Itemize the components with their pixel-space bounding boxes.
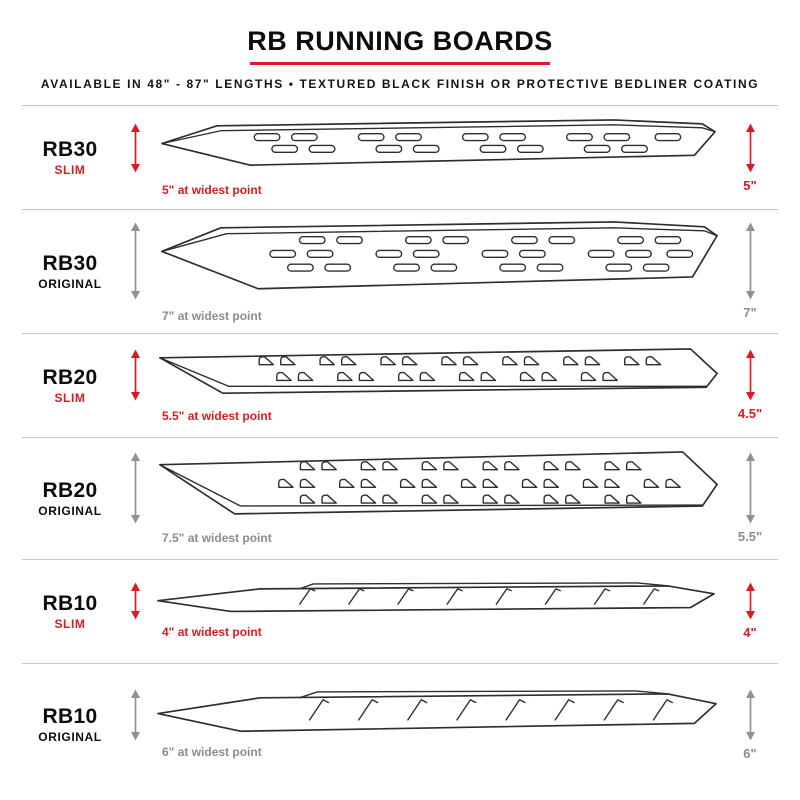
product-label: RB30 SLIM bbox=[22, 138, 118, 177]
height-label: 4" bbox=[743, 625, 757, 641]
board-cell: 7" at widest point bbox=[152, 218, 722, 325]
board-cell: 5.5" at widest point bbox=[152, 346, 722, 425]
model-name: RB20 bbox=[42, 365, 98, 389]
model-name: RB10 bbox=[42, 591, 98, 615]
height-arrow-icon bbox=[745, 349, 755, 401]
product-label: RB20 ORIGINAL bbox=[22, 479, 118, 518]
right-height-arrow: 4" bbox=[722, 582, 778, 640]
board-illustration-rb10-original bbox=[157, 690, 717, 733]
board-illustration-rb20-original bbox=[159, 450, 718, 515]
height-arrow-icon bbox=[130, 222, 140, 300]
product-row-rb10-original: RB10 ORIGINAL 6" at wid bbox=[22, 664, 778, 786]
board-cell: 6" at widest point bbox=[152, 688, 722, 761]
right-height-arrow: 4.5" bbox=[722, 349, 778, 421]
height-label: 7" bbox=[743, 305, 757, 321]
board-illustration-rb30-slim bbox=[161, 119, 716, 166]
height-arrow-icon bbox=[745, 582, 755, 620]
width-label: 6" at widest point bbox=[162, 745, 262, 760]
height-arrow-icon bbox=[130, 689, 140, 741]
height-arrow-icon bbox=[745, 123, 755, 172]
right-height-arrow: 6" bbox=[722, 689, 778, 761]
height-arrow-icon bbox=[745, 452, 755, 524]
header: RB RUNNING BOARDS AVAILABLE IN 48" - 87"… bbox=[22, 26, 778, 106]
board-cell: 5" at widest point bbox=[152, 116, 722, 199]
product-label: RB10 SLIM bbox=[22, 592, 118, 631]
product-row-rb20-slim: RB20 SLIM bbox=[22, 334, 778, 438]
title-underline bbox=[250, 62, 550, 65]
height-label: 5.5" bbox=[737, 529, 763, 545]
width-label: 7.5" at widest point bbox=[162, 531, 272, 546]
right-height-arrow: 7" bbox=[722, 222, 778, 320]
left-height-arrow bbox=[118, 222, 152, 320]
board-illustration-rb30-original bbox=[161, 221, 718, 290]
width-label: 4" at widest point bbox=[162, 624, 262, 639]
height-arrow-icon bbox=[745, 689, 755, 741]
model-name: RB30 bbox=[42, 138, 98, 161]
model-name: RB20 bbox=[42, 478, 98, 502]
board-cell: 7.5" at widest point bbox=[152, 449, 722, 548]
right-height-arrow: 5.5" bbox=[722, 452, 778, 544]
variant-name: SLIM bbox=[54, 616, 86, 631]
height-arrow-icon bbox=[130, 582, 140, 620]
height-arrow-icon bbox=[130, 452, 140, 524]
left-height-arrow bbox=[118, 123, 152, 193]
left-height-arrow bbox=[118, 582, 152, 640]
product-row-rb30-slim: RB30 SLIM 5" a bbox=[22, 106, 778, 210]
product-row-rb30-original: RB30 ORIGINAL bbox=[22, 210, 778, 334]
width-label: 5.5" at widest point bbox=[162, 408, 272, 423]
variant-name: ORIGINAL bbox=[38, 503, 102, 518]
model-name: RB10 bbox=[42, 705, 98, 729]
height-arrow-icon bbox=[745, 222, 755, 300]
product-row-rb20-original: RB20 ORIGINAL bbox=[22, 438, 778, 560]
board-illustration-rb10-slim bbox=[157, 582, 715, 613]
height-arrow-icon bbox=[130, 349, 140, 401]
product-row-rb10-slim: RB10 SLIM 4" at widest bbox=[22, 560, 778, 664]
variant-name: SLIM bbox=[54, 390, 86, 405]
model-name: RB30 bbox=[42, 251, 98, 275]
product-label: RB30 ORIGINAL bbox=[22, 252, 118, 291]
height-label: 5" bbox=[743, 177, 757, 193]
variant-name: SLIM bbox=[54, 163, 86, 177]
left-height-arrow bbox=[118, 349, 152, 421]
width-label: 5" at widest point bbox=[162, 182, 262, 197]
variant-name: ORIGINAL bbox=[38, 276, 102, 291]
height-arrow-icon bbox=[130, 123, 140, 172]
page-title: RB RUNNING BOARDS bbox=[247, 26, 553, 56]
variant-name: ORIGINAL bbox=[38, 730, 102, 745]
product-label: RB10 ORIGINAL bbox=[22, 705, 118, 744]
header-subtitle: AVAILABLE IN 48" - 87" LENGTHS • TEXTURE… bbox=[22, 77, 778, 106]
right-height-arrow: 5" bbox=[722, 123, 778, 193]
height-label: 6" bbox=[743, 745, 757, 761]
board-illustration-rb20-slim bbox=[159, 347, 718, 394]
width-label: 7" at widest point bbox=[162, 308, 262, 323]
height-label: 4.5" bbox=[737, 406, 763, 422]
left-height-arrow bbox=[118, 452, 152, 544]
left-height-arrow bbox=[118, 689, 152, 761]
board-cell: 4" at widest point bbox=[152, 581, 722, 640]
product-label: RB20 SLIM bbox=[22, 366, 118, 405]
